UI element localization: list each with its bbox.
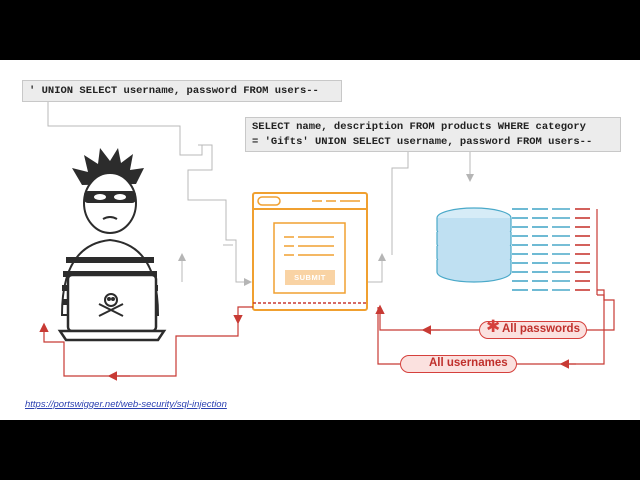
table-rows <box>512 208 598 295</box>
slide: ' UNION SELECT username, password FROM u… <box>0 60 640 420</box>
all-usernames-label: All usernames <box>429 357 508 369</box>
asterisk-icon: ✱ <box>486 317 501 337</box>
submit-button[interactable] <box>285 270 335 285</box>
resulting-sql-query: SELECT name, description FROM products W… <box>245 117 621 152</box>
injection-payload: ' UNION SELECT username, password FROM u… <box>22 80 342 102</box>
source-link[interactable]: https://portswigger.net/web-security/sql… <box>25 399 227 410</box>
payload-text: ' UNION SELECT username, password FROM u… <box>29 85 319 97</box>
query-line-1: SELECT name, description FROM products W… <box>252 121 586 133</box>
sql-injection-diagram <box>39 102 615 381</box>
database-icon <box>436 207 512 283</box>
skull-icon <box>98 293 124 317</box>
web-form-icon <box>252 192 368 311</box>
all-passwords-badge: ✱ All passwords <box>479 317 587 339</box>
submit-label: SUBMIT <box>294 273 326 282</box>
query-line-2: = 'Gifts' UNION SELECT username, passwor… <box>252 136 593 148</box>
laptop-icon <box>57 273 167 342</box>
request-flow-lines <box>47 102 474 286</box>
all-usernames-badge: All usernames <box>400 355 517 373</box>
all-passwords-label: All passwords <box>502 323 580 335</box>
response-flow-lines <box>39 289 615 381</box>
